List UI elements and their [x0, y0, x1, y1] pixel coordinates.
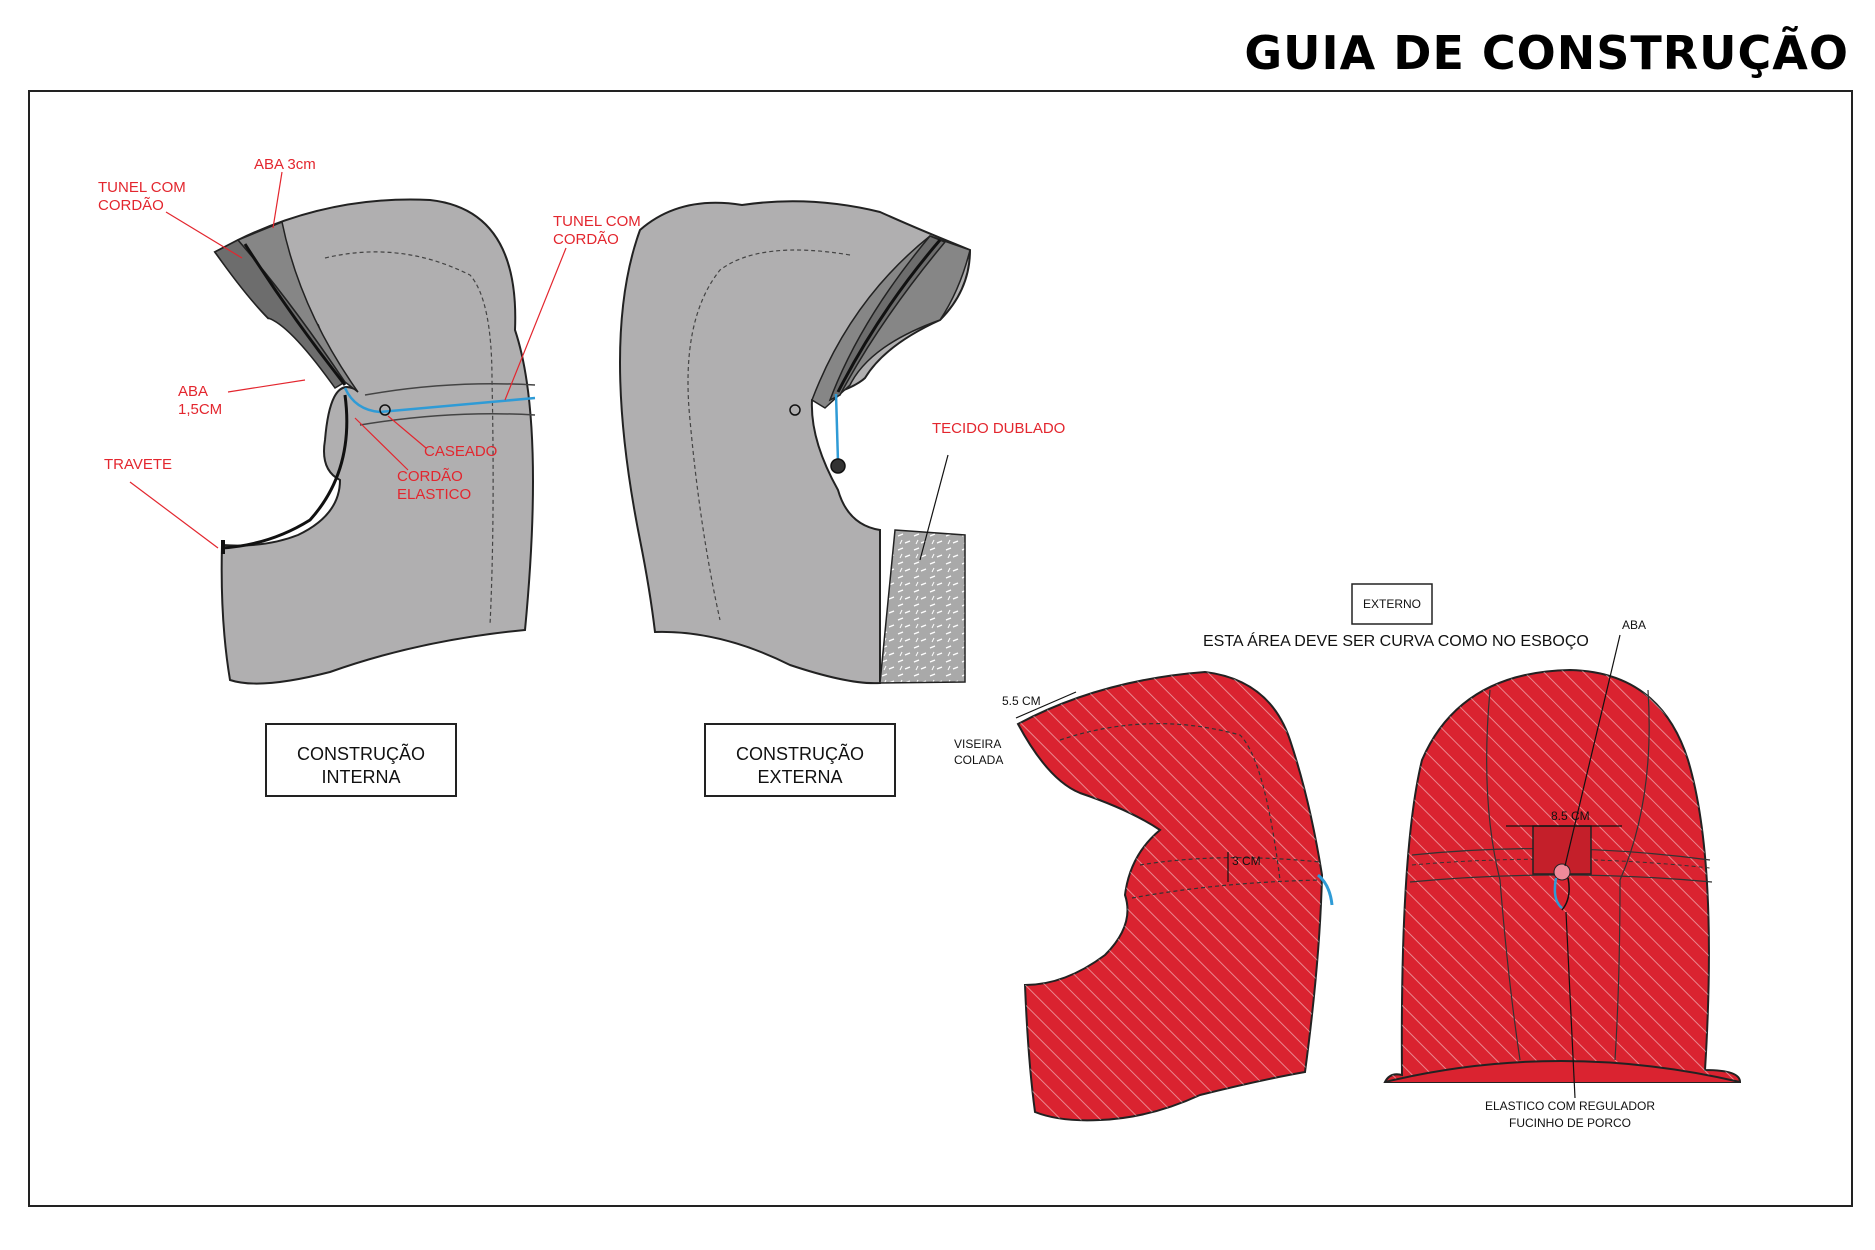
leader-tecido: [919, 454, 949, 561]
label-aba: ABA: [1622, 618, 1646, 632]
red-hood-front-brim: [1384, 1060, 1741, 1083]
hood-externa-stitch: [687, 249, 851, 621]
label-aba-3cm: ABA 3cm: [254, 156, 316, 173]
red-hood-side: [1015, 670, 1334, 1122]
red-hood-side-hatch: [1018, 672, 1322, 1121]
label-dim-85: 8.5 CM: [1551, 809, 1590, 823]
hood-externa-flap: [828, 235, 947, 402]
label-travete: TRAVETE: [104, 456, 172, 473]
dim-55cm-line: [1015, 691, 1077, 719]
hood-externa-cord: [834, 393, 840, 463]
red-hood-front-seams: [1409, 689, 1713, 1061]
hood-interna-stitch: [324, 251, 494, 626]
label-tecido-dublado: TECIDO DUBLADO: [932, 420, 1065, 437]
page-title: GUIA DE CONSTRUÇÃO: [1244, 26, 1849, 80]
note-curva: ESTA ÁREA DEVE SER CURVA COMO NO ESBOÇO: [1203, 631, 1589, 650]
red-front-cord-dark: [1561, 877, 1570, 911]
leader-elastico: [1565, 911, 1576, 1099]
caseado-externa-icon: [789, 404, 801, 416]
label-dim-55: 5.5 CM: [1002, 694, 1041, 708]
hood-interna-tunnel-line: [243, 243, 347, 386]
hood-externa-tunnel-line: [836, 239, 942, 393]
red-hood-side-band: [1131, 857, 1323, 899]
externo-box: EXTERNO: [1351, 583, 1433, 625]
travete-icon: [221, 540, 225, 554]
red-side-cord: [1316, 873, 1334, 906]
hood-interna-band: [359, 383, 536, 426]
hood-interna: [213, 198, 536, 685]
drawing-frame: [28, 90, 1853, 1207]
hood-externa-dublado: [879, 529, 966, 684]
leader-aba: [1564, 634, 1621, 867]
caseado-icon: [379, 404, 391, 416]
hood-interna-travete-seam: [221, 394, 349, 550]
red-front-cord: [1553, 877, 1563, 909]
red-hood-side-stitch: [1059, 723, 1281, 881]
label-dim-3cm: 3 CM: [1232, 854, 1261, 868]
interna-leaders: [129, 171, 567, 549]
regulator-icon: [1553, 863, 1571, 881]
hood-externa: [619, 200, 972, 685]
red-hood-front: [1383, 668, 1742, 1083]
label-caseado: CASEADO: [424, 443, 497, 460]
svg-text:EXTERNO: EXTERNO: [1363, 597, 1421, 611]
hood-interna-aba: [236, 220, 359, 393]
eyelet-icon: [830, 458, 846, 474]
